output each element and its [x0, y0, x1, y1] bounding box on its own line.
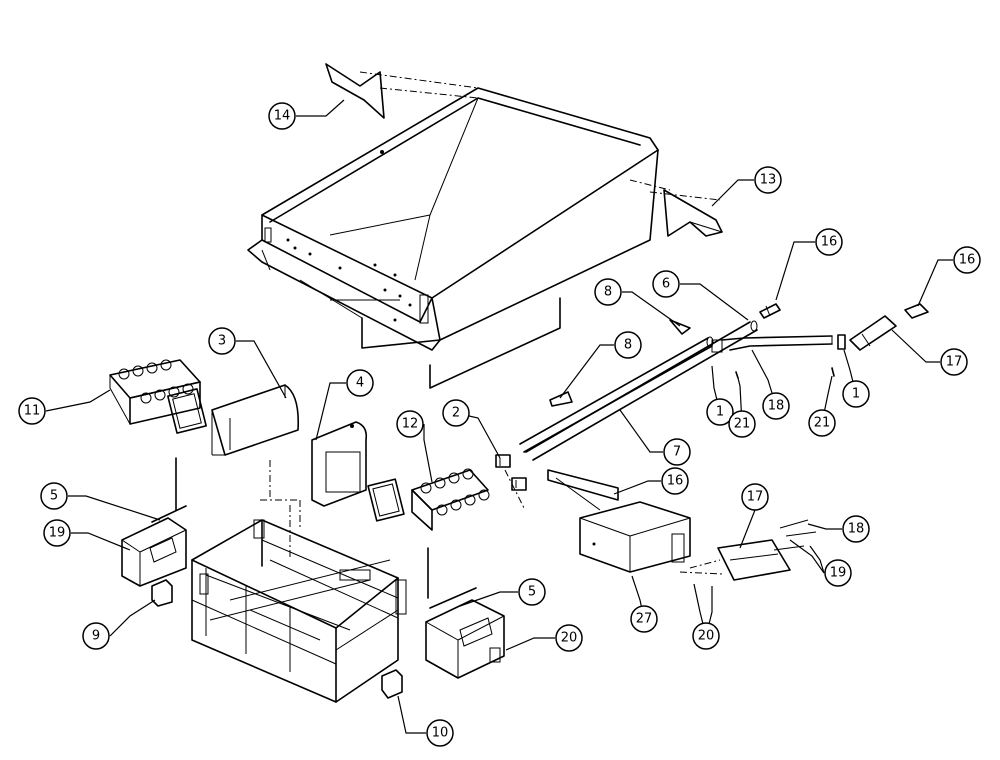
svg-text:16: 16	[667, 474, 684, 489]
callout-19-left: 19	[43, 519, 71, 547]
clamp-10	[381, 669, 403, 699]
callout-12: 12	[396, 410, 424, 438]
chute-3	[211, 384, 300, 456]
svg-text:8: 8	[624, 338, 632, 353]
callout-17-lower: 17	[741, 483, 769, 511]
gasket-4	[367, 478, 405, 522]
callout-20-left: 20	[555, 624, 583, 652]
fastener-18-b	[785, 531, 817, 537]
bracket-13	[663, 189, 723, 237]
wedge-8-b	[549, 391, 573, 407]
callout-16-right: 16	[953, 246, 981, 274]
svg-text:2: 2	[452, 406, 460, 421]
shroud-27	[547, 469, 691, 573]
svg-text:21: 21	[734, 417, 751, 432]
discharge-pipe	[711, 335, 833, 353]
callout-18-upper: 18	[762, 392, 790, 420]
svg-text:17: 17	[747, 490, 764, 505]
callout-8-lower: 8	[614, 331, 642, 359]
coupler-1	[837, 334, 846, 350]
callout-16-top: 16	[815, 228, 843, 256]
callout-18-lower: 18	[842, 515, 870, 543]
callout-7: 7	[663, 438, 691, 466]
svg-text:16: 16	[821, 235, 838, 250]
svg-text:16: 16	[959, 253, 976, 268]
clamp-9	[151, 579, 173, 607]
callout-4: 4	[346, 369, 374, 397]
callout-9: 9	[82, 622, 110, 650]
fastener-18-a	[779, 519, 809, 529]
leader-lines	[45, 99, 953, 734]
callout-8-upper: 8	[594, 278, 622, 306]
pin-21-b	[831, 367, 835, 377]
callout-11: 11	[18, 397, 46, 425]
callout-2: 2	[442, 399, 470, 427]
base-frame	[191, 519, 407, 703]
clip-16-b	[904, 303, 929, 319]
jack-assembly-left	[121, 505, 187, 587]
svg-text:20: 20	[698, 629, 715, 644]
bracket-14	[325, 63, 385, 119]
valve-bank-12	[411, 468, 490, 531]
svg-text:1: 1	[716, 405, 724, 420]
svg-text:10: 10	[432, 726, 449, 741]
shaft-couplers-2	[495, 454, 527, 491]
callout-5-left: 5	[40, 482, 68, 510]
callout-21-left: 21	[728, 410, 756, 438]
wedge-8-a	[669, 319, 691, 335]
svg-text:14: 14	[274, 109, 291, 124]
callout-6: 6	[652, 270, 680, 298]
svg-text:12: 12	[402, 417, 419, 432]
jack-assembly-right	[425, 587, 505, 679]
callout-20-right: 20	[692, 622, 720, 650]
svg-text:20: 20	[561, 631, 578, 646]
callout-1-left: 1	[706, 398, 734, 426]
svg-text:8: 8	[604, 285, 612, 300]
svg-text:1: 1	[852, 387, 860, 402]
callout-13: 13	[754, 166, 782, 194]
clip-16-a	[759, 303, 781, 319]
svg-text:7: 7	[673, 445, 681, 460]
callout-10: 10	[426, 719, 454, 747]
callout-19-right: 19	[824, 559, 852, 587]
svg-text:9: 9	[92, 629, 100, 644]
cover-4	[311, 421, 368, 507]
svg-text:19: 19	[49, 526, 66, 541]
svg-text:3: 3	[218, 334, 226, 349]
callout-14: 14	[268, 102, 296, 130]
svg-text:6: 6	[662, 277, 670, 292]
svg-text:4: 4	[356, 376, 364, 391]
tube-7	[519, 336, 714, 453]
callout-5-right: 5	[518, 578, 546, 606]
callout-17-right: 17	[940, 348, 968, 376]
svg-text:19: 19	[830, 566, 847, 581]
svg-text:17: 17	[946, 355, 963, 370]
callout-21-right: 21	[808, 409, 836, 437]
elbow-17	[849, 315, 897, 351]
svg-text:21: 21	[814, 416, 831, 431]
pin-21-a	[735, 371, 739, 379]
valve-bank-11	[109, 359, 201, 425]
plate-17	[717, 539, 791, 581]
svg-text:18: 18	[848, 522, 865, 537]
callout-1-right: 1	[842, 380, 870, 408]
svg-text:11: 11	[24, 404, 41, 419]
svg-text:5: 5	[50, 489, 58, 504]
callout-16-mid: 16	[661, 467, 689, 495]
svg-text:27: 27	[636, 612, 653, 627]
callout-27: 27	[630, 605, 658, 633]
svg-text:13: 13	[760, 173, 777, 188]
callout-3: 3	[208, 327, 236, 355]
hopper-body	[247, 87, 659, 389]
svg-text:18: 18	[768, 399, 785, 414]
svg-text:5: 5	[528, 585, 536, 600]
